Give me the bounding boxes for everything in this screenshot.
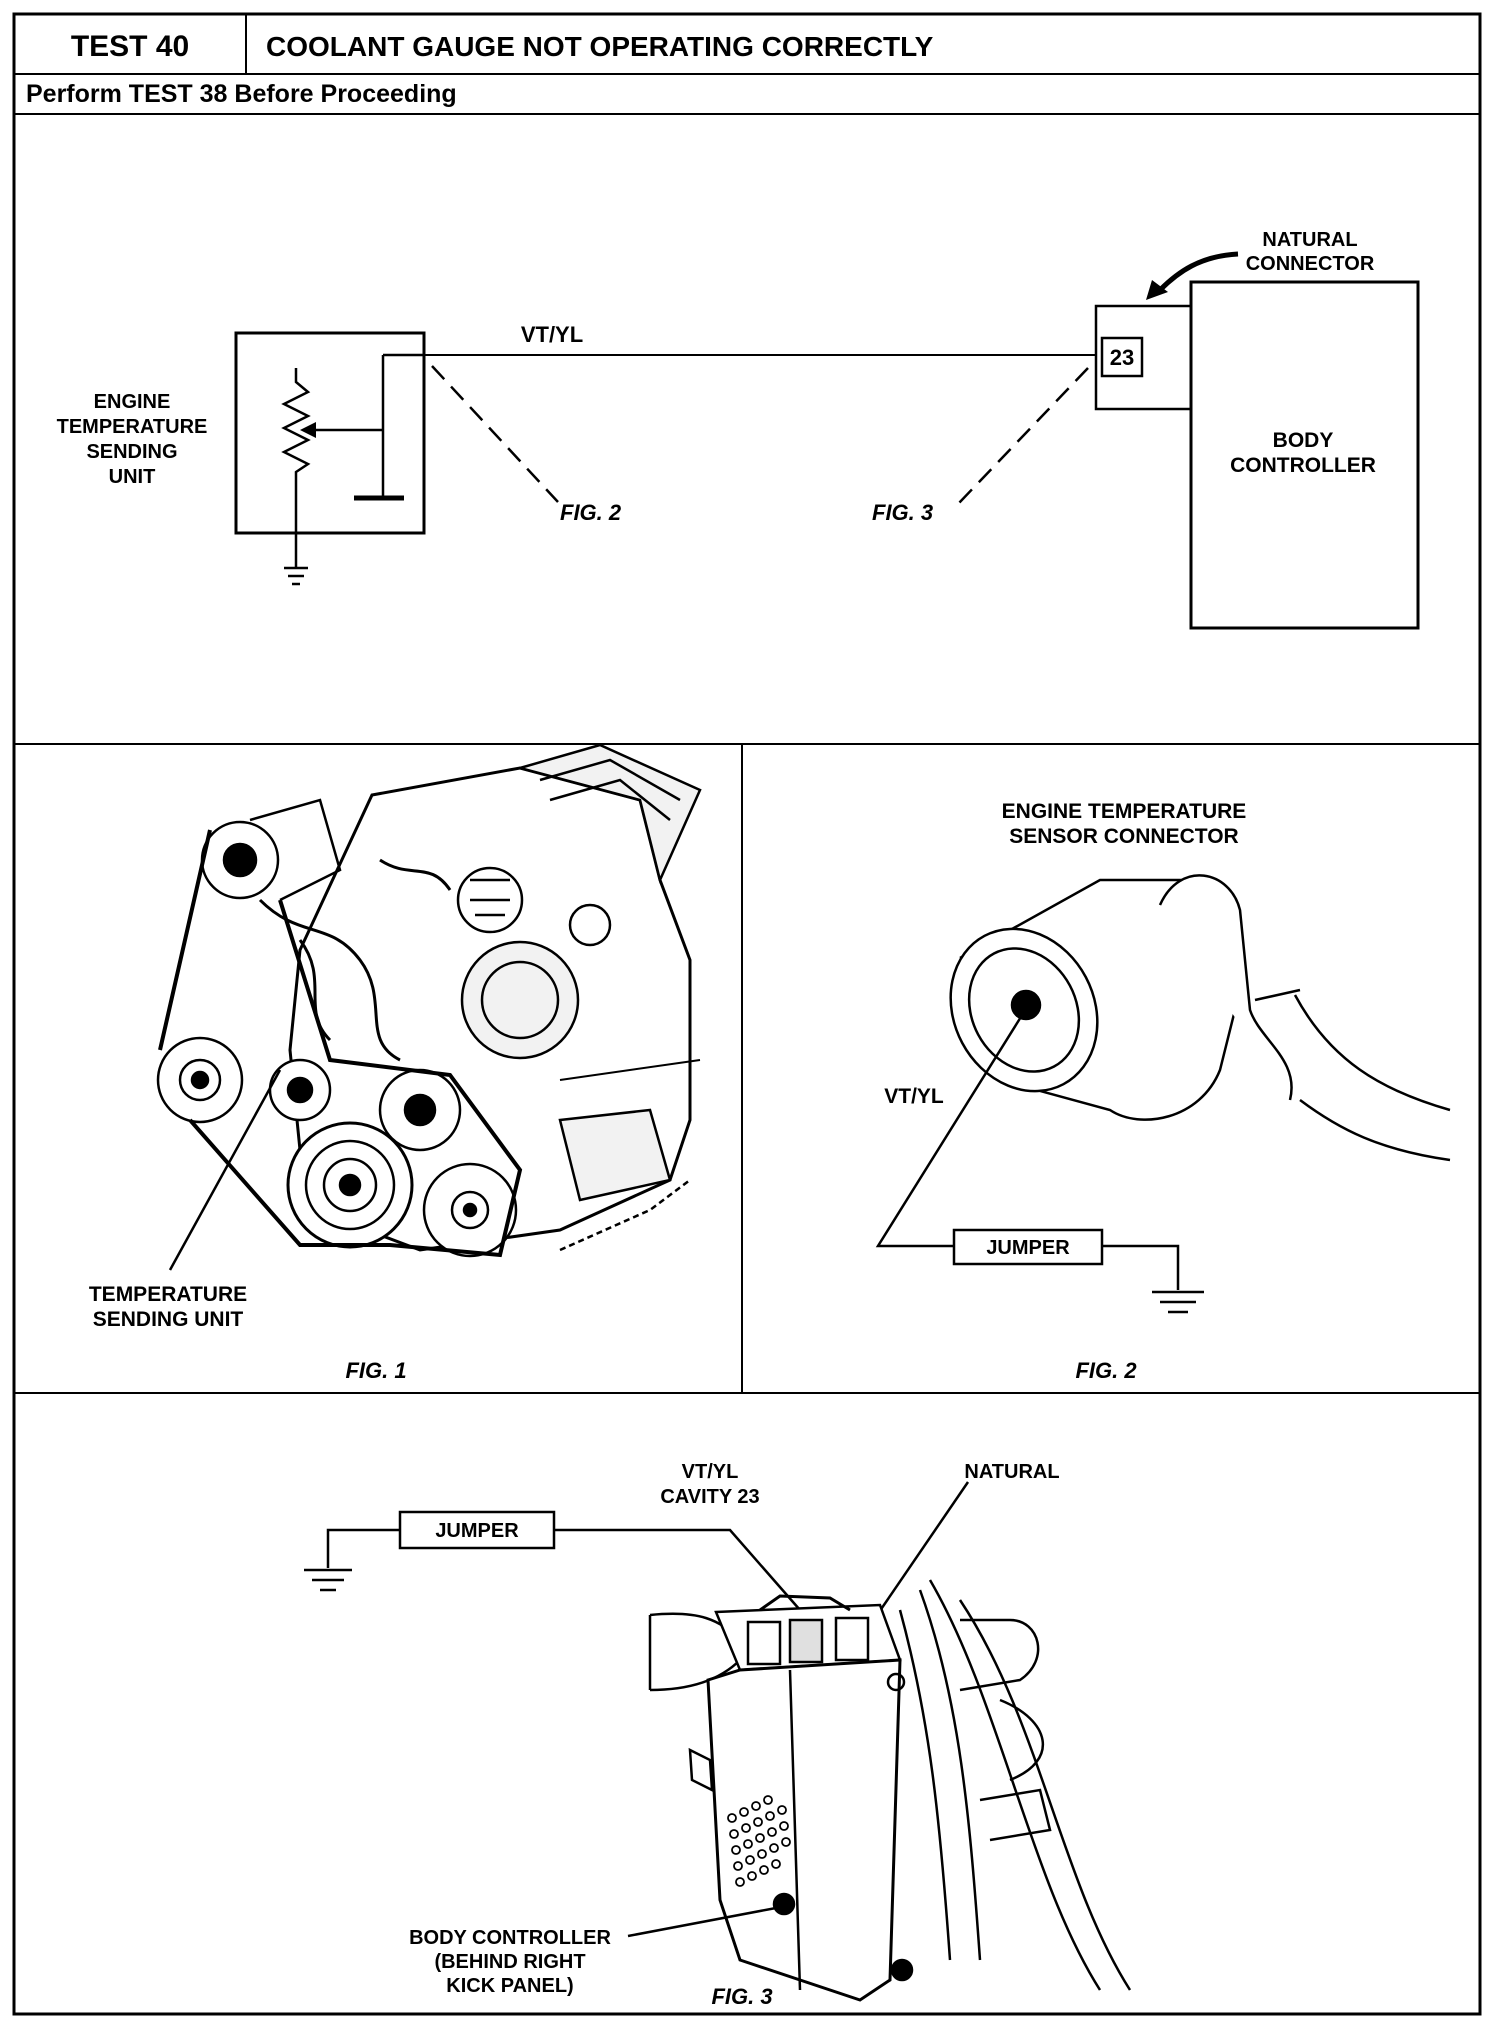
fig1-caption: FIG. 1	[345, 1358, 406, 1383]
fig1-callout-line	[168, 1069, 282, 1271]
test-subtitle: Perform TEST 38 Before Proceeding	[26, 80, 457, 108]
sending-unit-label-1: ENGINE	[94, 391, 171, 413]
fig2-reference: FIG. 2	[560, 500, 622, 525]
wire-color-label: VT/YL	[521, 322, 583, 347]
test-title: COOLANT GAUGE NOT OPERATING CORRECTLY	[266, 31, 934, 62]
fig2-jumper-label: JUMPER	[986, 1237, 1070, 1259]
sensor-connector-illustration	[949, 874, 1451, 1162]
fig1-panel: TEMPERATURE SENDING UNIT FIG. 1	[89, 743, 702, 1383]
fig2-caption: FIG. 2	[1075, 1358, 1137, 1383]
cavity-23-box	[1100, 336, 1144, 378]
fig1-callout-1: TEMPERATURE	[89, 1283, 247, 1306]
page-border	[12, 12, 1482, 2016]
fig2-callout-line	[431, 365, 559, 503]
fig3-cavity-label-2: CAVITY 23	[660, 1486, 759, 1508]
sending-unit-label-3: SENDING	[86, 441, 177, 463]
fig3-callout-line	[957, 367, 1089, 505]
sending-unit-label-4: UNIT	[109, 466, 156, 488]
connector-label-2: CONNECTOR	[1246, 253, 1375, 275]
controller-label-2: CONTROLLER	[1230, 454, 1376, 477]
fig3-cavity-label-1: VT/YL	[682, 1461, 739, 1483]
schematic-panel: ENGINE TEMPERATURE SENDING UNIT VT/YL FI…	[57, 229, 1420, 630]
fig1-callout-2: SENDING UNIT	[93, 1308, 244, 1331]
connector-pointer-arrow-icon	[1146, 280, 1168, 300]
sending-unit-label-2: TEMPERATURE	[57, 416, 208, 438]
connector-label-1: NATURAL	[1262, 229, 1357, 251]
fig3-controller-callout-2: (BEHIND RIGHT	[434, 1951, 585, 1973]
fig3-controller-callout-1: BODY CONTROLLER	[409, 1927, 611, 1949]
fig2-wire	[875, 1011, 1026, 1248]
fig3-natural-label: NATURAL	[964, 1461, 1059, 1483]
fig3-controller-callout-3: KICK PANEL)	[446, 1975, 573, 1997]
controller-label-1: BODY	[1273, 429, 1334, 452]
wiper-arrow-icon	[300, 422, 316, 438]
body-controller-illustration	[648, 1579, 1132, 2002]
fig3-panel: JUMPER VT/YL CAVITY 23 NATURAL	[304, 1461, 1132, 2009]
resistor-icon	[281, 368, 311, 545]
fig3-ground-lead	[326, 1528, 400, 1568]
fig2-ground-lead	[1102, 1244, 1180, 1290]
connector-pointer-line	[1158, 251, 1239, 292]
cavity-number: 23	[1110, 345, 1134, 370]
fig3-jumper-label: JUMPER	[435, 1520, 519, 1542]
sending-unit-box	[234, 331, 426, 535]
fig3-reference: FIG. 3	[872, 500, 933, 525]
engine-illustration	[156, 743, 702, 1258]
fig2-wire-color: VT/YL	[884, 1085, 944, 1108]
test-number: TEST 40	[71, 30, 189, 63]
fig2-title-2: SENSOR CONNECTOR	[1009, 825, 1238, 848]
fig2-panel: ENGINE TEMPERATURE SENSOR CONNECTOR VT/Y…	[875, 800, 1451, 1383]
fig2-title-1: ENGINE TEMPERATURE	[1002, 800, 1247, 823]
fig3-controller-callout-line	[627, 1906, 777, 1938]
body-controller-box	[1189, 280, 1420, 630]
fig3-jumper-wire	[554, 1528, 801, 1611]
fig3-caption: FIG. 3	[711, 1984, 772, 2009]
